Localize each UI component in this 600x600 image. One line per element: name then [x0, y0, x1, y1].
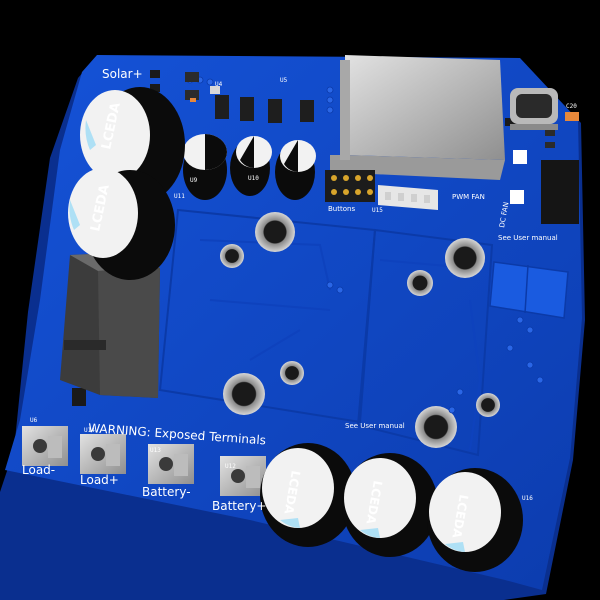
svg-text:U13: U13: [150, 447, 161, 454]
svg-text:U16: U16: [522, 495, 533, 502]
mounting-holes: [220, 212, 500, 448]
svg-text:U11: U11: [174, 193, 185, 200]
svg-text:U10: U10: [248, 175, 259, 182]
fan-pad-area: [489, 261, 569, 319]
label-load-plus: Load+: [80, 473, 119, 487]
smd-components: [72, 70, 579, 406]
label-buttons: Buttons: [328, 205, 355, 213]
capacitors-mid: [183, 134, 316, 200]
label-solar-plus: Solar+: [102, 67, 143, 81]
svg-text:U15: U15: [372, 207, 383, 214]
terminal-battery-minus: [148, 444, 194, 484]
label-see-manual-mid: See User manual: [345, 422, 405, 430]
copper-region-right: [356, 228, 494, 457]
shield-connector: [330, 55, 505, 180]
svg-text:U6: U6: [30, 417, 38, 424]
screw-terminals[interactable]: [22, 426, 266, 496]
capacitors-left: [68, 87, 185, 280]
usb-c-port[interactable]: [510, 88, 558, 130]
fan-connector[interactable]: [378, 185, 438, 210]
svg-text:U9: U9: [190, 177, 198, 184]
label-pwm-fan: PWM FAN: [452, 193, 485, 201]
svg-text:U4: U4: [215, 81, 223, 88]
ref-designators: U4 U5 U9 U10 U11 U12 U13 U14 C20 U6 U15 …: [30, 77, 577, 502]
svg-text:U14: U14: [84, 427, 95, 434]
terminal-battery-plus: [220, 456, 266, 496]
svg-text:U5: U5: [280, 77, 288, 84]
label-load-minus: Load-: [22, 463, 55, 477]
relay-block: [60, 252, 160, 398]
svg-text:U12: U12: [225, 463, 236, 470]
svg-text:C20: C20: [566, 103, 577, 110]
terminal-load-plus: [80, 434, 126, 474]
button-header[interactable]: [325, 170, 375, 202]
capacitors-bottom: [260, 443, 523, 572]
label-battery-plus: Battery+: [212, 499, 266, 513]
label-see-manual-top: See User manual: [498, 234, 558, 242]
terminal-load-minus: [22, 426, 68, 466]
ic-chip-right: [541, 160, 579, 224]
copper-region-left: [158, 208, 377, 424]
label-battery-minus: Battery-: [142, 485, 191, 499]
traces: [199, 239, 482, 451]
